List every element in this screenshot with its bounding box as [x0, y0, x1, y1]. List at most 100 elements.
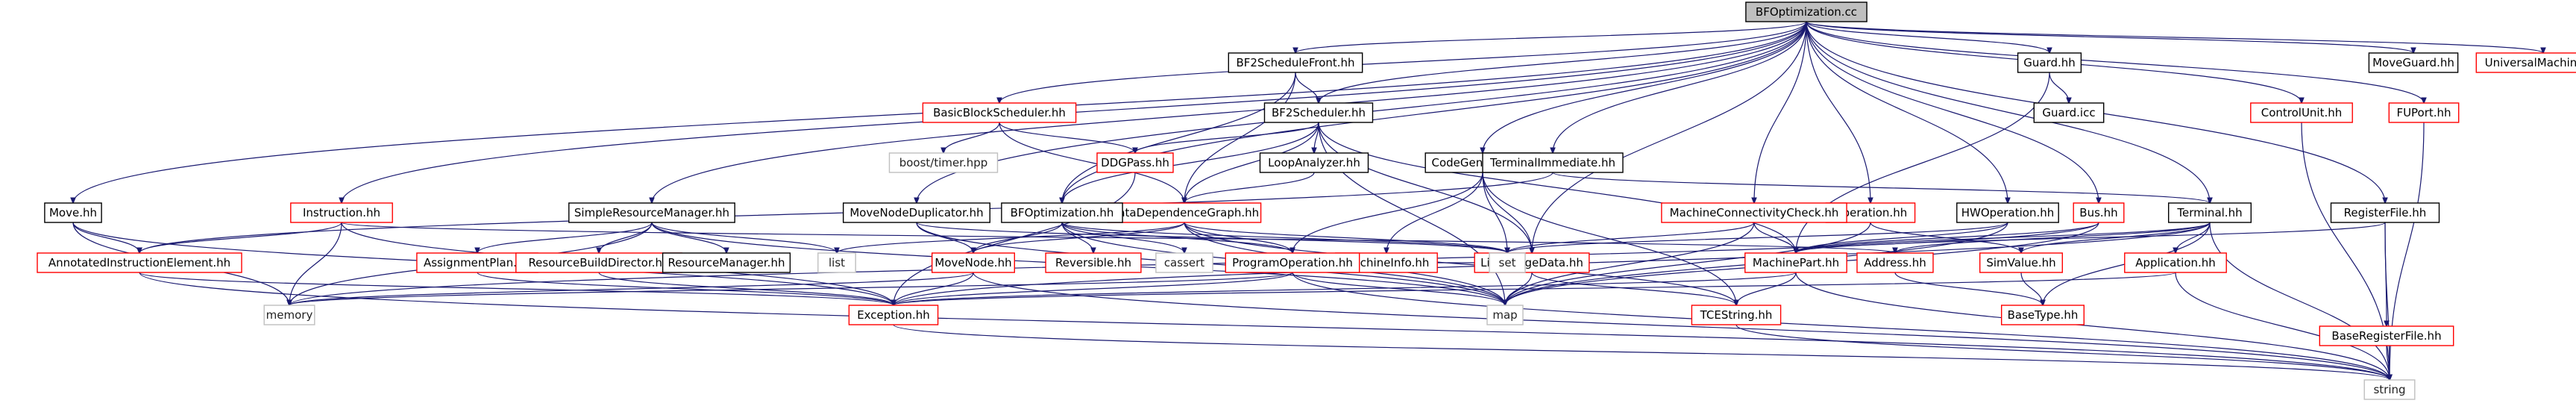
node-ddgpass-box [1096, 152, 1174, 173]
node-bf2s[interactable]: BF2Scheduler.hh [1263, 102, 1374, 123]
edge-root-to-ti [1553, 21, 1807, 153]
node-brf[interactable]: BaseRegisterFile.hh [2319, 325, 2454, 346]
node-mpart-box [1744, 252, 1847, 273]
node-move-box [44, 202, 102, 223]
node-looprep[interactable]: LoopAnalyzer.hh [1259, 152, 1369, 173]
node-guard[interactable]: Guard.hh [2017, 52, 2082, 73]
node-bbs[interactable]: BasicBlockScheduler.hh [922, 102, 1077, 123]
node-list-box [817, 252, 856, 273]
edge-root-to-term [1806, 21, 2210, 203]
edge-mnd-to-set [916, 222, 1507, 253]
edge-progop-to-exc [893, 272, 1293, 305]
node-brf-label: BaseRegisterFile.hh [2331, 329, 2441, 343]
node-rbd-box [515, 252, 682, 273]
edge-guard-to-guardicc [2049, 72, 2069, 103]
edge-cg-to-lrd [1482, 172, 1532, 253]
node-exc[interactable]: Exception.hh [848, 305, 939, 325]
node-mcc[interactable]: MachineConnectivityCheck.hh [1661, 202, 1847, 223]
node-addr[interactable]: Address.hh [1856, 252, 1934, 273]
edge-root-to-hwop [1806, 21, 2008, 203]
node-move[interactable]: Move.hh [44, 202, 102, 223]
edge-instr-to-addr [341, 222, 1895, 253]
node-mpart[interactable]: MachinePart.hh [1744, 252, 1847, 273]
node-rev[interactable]: Reversible.hh [1045, 252, 1142, 273]
node-root: BFOptimization.cc [1745, 1, 1867, 22]
node-basetype[interactable]: BaseType.hh [2000, 305, 2085, 325]
node-ddgpass[interactable]: DDGPass.hh [1096, 152, 1174, 173]
edge-progop-to-string [1292, 272, 2390, 380]
node-movenode[interactable]: MoveNode.hh [931, 252, 1015, 273]
node-regfile[interactable]: RegisterFile.hh [2330, 202, 2440, 223]
node-hwop[interactable]: HWOperation.hh [1956, 202, 2059, 223]
edge-root-to-um [1806, 21, 2543, 53]
node-ddg[interactable]: DataDependenceGraph.hh [1107, 202, 1262, 223]
node-cassert-label: cassert [1164, 256, 1204, 269]
edge-root-to-bbs [999, 21, 1807, 103]
edge-ddg-to-movenode [973, 222, 1185, 253]
edge-root-to-oper [1806, 21, 1870, 203]
node-moveguard[interactable]: MoveGuard.hh [2368, 52, 2459, 73]
node-rev-box [1045, 252, 1142, 273]
node-cu[interactable]: ControlUnit.hh [2250, 102, 2353, 123]
node-rev-label: Reversible.hh [1055, 256, 1131, 269]
node-fuport[interactable]: FUPort.hh [2388, 102, 2460, 123]
node-rbd[interactable]: ResourceBuildDirector.hh [515, 252, 682, 273]
node-app[interactable]: Application.hh [2124, 252, 2227, 273]
edge-instr-to-aie [139, 222, 342, 253]
node-bf2sf[interactable]: BF2ScheduleFront.hh [1228, 52, 1363, 73]
node-exc-box [848, 305, 939, 325]
edge-ddg-to-set [1184, 222, 1507, 253]
node-term[interactable]: Terminal.hh [2167, 202, 2252, 223]
node-mcc-box [1661, 202, 1847, 223]
node-instr[interactable]: Instruction.hh [290, 202, 393, 223]
node-app-label: Application.hh [2135, 256, 2216, 269]
edge-bf2s-to-lrd [1318, 122, 1532, 253]
node-rm[interactable]: ResourceManager.hh [662, 252, 791, 273]
node-guard-label: Guard.hh [2023, 56, 2076, 69]
edge-bbs-to-ddg [999, 122, 1184, 203]
edge-app-to-string [2175, 272, 2390, 380]
node-bfopt[interactable]: BFOptimization.hh [1001, 202, 1123, 223]
edge-root-to-fuport [1806, 21, 2424, 103]
edge-root-to-moveguard [1806, 21, 2413, 53]
edge-bfopt-to-set [1061, 222, 1507, 253]
edge-srm-to-rm [651, 222, 726, 253]
edge-lrd-to-tces [1531, 272, 1736, 305]
edge-simval-to-basetype [2020, 272, 2043, 305]
node-memory-box [263, 305, 315, 325]
node-cu-label: ControlUnit.hh [2261, 106, 2343, 119]
edge-bf2sf-to-bfopt [1062, 72, 1296, 203]
node-bbs-box [922, 102, 1077, 123]
node-ti[interactable]: TerminalImmediate.hh [1482, 152, 1624, 173]
node-memory-label: memory [266, 308, 313, 322]
node-root-label: BFOptimization.cc [1756, 5, 1857, 19]
node-mcc-label: MachineConnectivityCheck.hh [1670, 206, 1839, 219]
node-mnd[interactable]: MoveNodeDuplicator.hh [842, 202, 990, 223]
node-bus[interactable]: Bus.hh [2073, 202, 2125, 223]
edge-bf2sf-to-ddg [1184, 72, 1296, 203]
edge-ti-to-term [1552, 172, 2210, 203]
node-progop-box [1225, 252, 1360, 273]
node-guardicc[interactable]: Guard.icc [2033, 102, 2105, 123]
node-srm[interactable]: SimpleResourceManager.hh [568, 202, 735, 223]
node-instr-label: Instruction.hh [303, 206, 380, 219]
edge-regfile-to-mpart [1796, 222, 2386, 253]
edge-mcc-to-map [1505, 222, 1755, 305]
node-aie-label: AnnotatedInstructionElement.hh [48, 256, 230, 269]
node-rm-label: ResourceManager.hh [668, 256, 785, 269]
edge-bbs-to-boosttimer [943, 122, 1000, 153]
node-ti-box [1482, 152, 1624, 173]
node-simval[interactable]: SimValue.hh [1979, 252, 2063, 273]
edge-root-to-mcc [1754, 21, 1807, 203]
node-progop[interactable]: ProgramOperation.hh [1225, 252, 1360, 273]
node-um-box [2475, 52, 2576, 73]
node-hwop-box [1956, 202, 2059, 223]
node-tces[interactable]: TCEString.hh [1691, 305, 1782, 325]
edge-ap-to-exc [477, 272, 893, 305]
node-um[interactable]: UniversalMachine.hh [2475, 52, 2576, 73]
node-aie[interactable]: AnnotatedInstructionElement.hh [37, 252, 242, 273]
edge-srm-to-ap [477, 222, 653, 253]
node-set-box [1489, 252, 1526, 273]
edge-rbd-to-exc [598, 272, 893, 305]
